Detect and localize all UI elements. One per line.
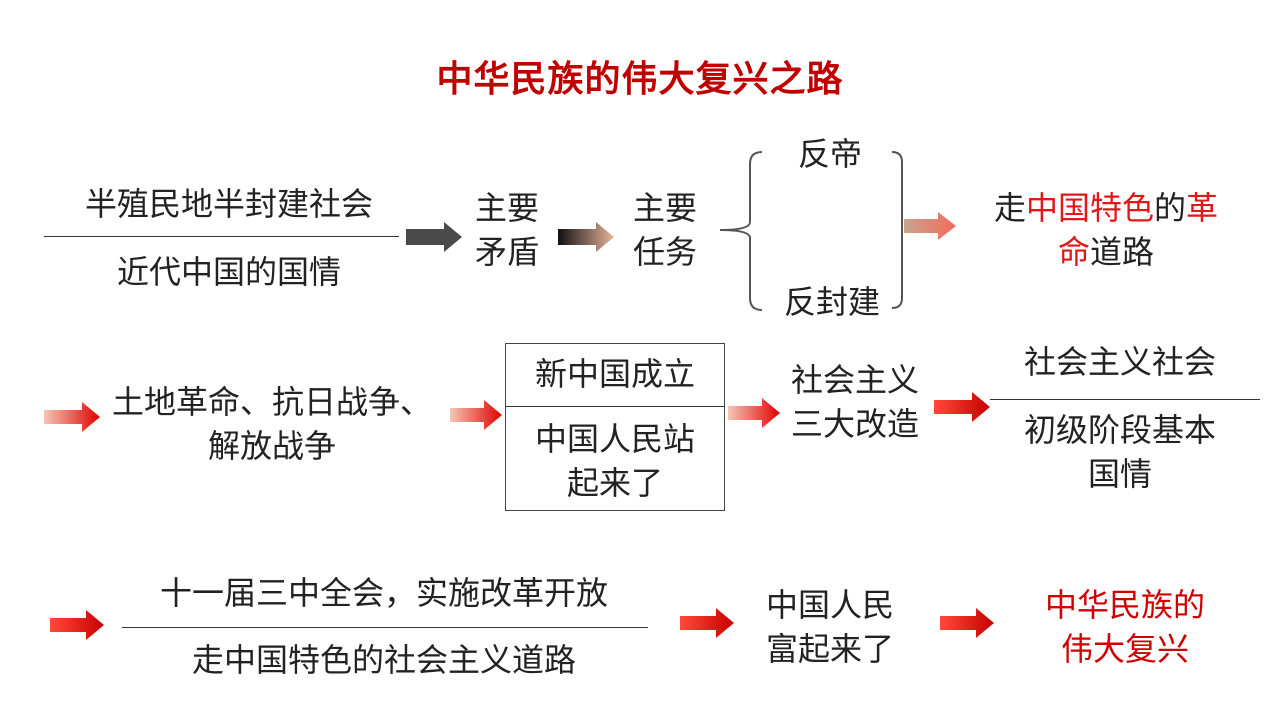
arrow-right-icon: [450, 400, 502, 430]
third-plenum-label: 十一届三中全会，实施改革开放: [159, 574, 608, 612]
socialist-society-label: 社会主义社会: [1023, 343, 1216, 381]
arrow-right-icon: [50, 610, 104, 640]
new-china-founded-label: 新中国成立: [534, 355, 695, 393]
revolution-path-label: 走中国特色的革 命道路: [993, 189, 1219, 271]
modern-china-condition-label: 近代中国的国情: [116, 253, 341, 291]
primary-stage-label: 初级阶段基本 国情: [1023, 411, 1216, 493]
became-rich-label: 中国人民 富起来了: [765, 586, 894, 668]
arrow-right-icon: [558, 222, 614, 252]
arrow-right-icon: [44, 402, 100, 432]
arrow-right-icon: [728, 398, 780, 428]
socialist-road-label: 走中国特色的社会主义道路: [191, 641, 576, 679]
arrow-right-icon: [934, 392, 990, 422]
national-rejuvenation-label: 中华民族的 伟大复兴: [1044, 586, 1205, 668]
fraction-divider: [122, 627, 648, 628]
anti-imperialism-label: 反帝: [797, 135, 862, 173]
arrow-right-icon: [904, 212, 956, 240]
main-task: 主要 任务: [632, 189, 697, 271]
box-divider: [506, 406, 724, 407]
new-china-box: 新中国成立 中国人民站 起来了: [505, 343, 725, 511]
semi-colonial-society-label: 半殖民地半封建社会: [84, 185, 373, 223]
arrow-right-icon: [680, 608, 734, 638]
main-contradiction: 主要 矛盾: [474, 189, 539, 271]
socialist-transformation-label: 社会主义 三大改造: [790, 361, 919, 443]
stood-up-label: 中国人民站: [534, 420, 695, 458]
revolutionary-wars-label: 土地革命、抗日战争、 解放战争: [111, 383, 432, 465]
bracket-icon: [719, 151, 903, 311]
arrow-right-icon: [940, 608, 994, 638]
arrow-right-icon: [406, 222, 462, 252]
anti-feudalism-label: 反封建: [783, 283, 880, 321]
page-title: 中华民族的伟大复兴之路: [436, 59, 844, 100]
fraction-divider: [44, 236, 399, 237]
fraction-divider: [990, 399, 1260, 400]
